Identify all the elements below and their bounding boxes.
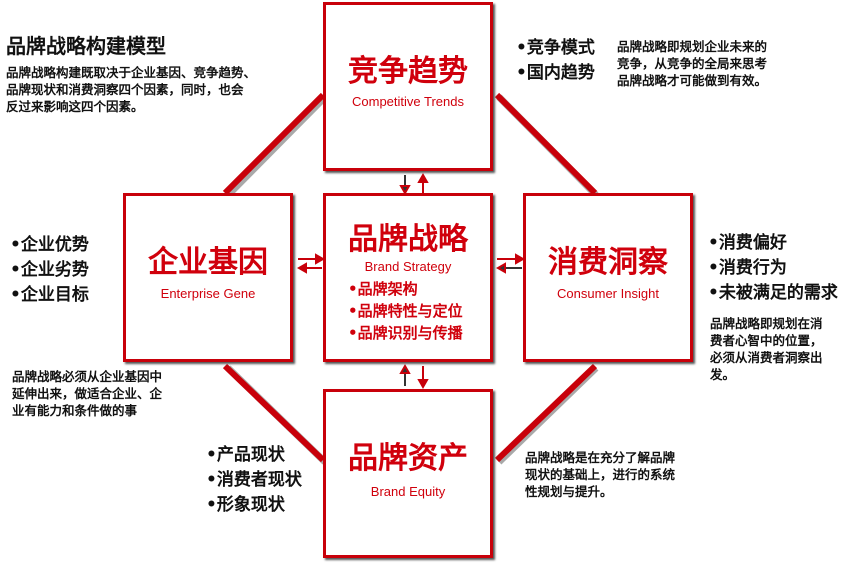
box-brand-equity: 品牌资产 Brand Equity — [323, 389, 493, 558]
box-title: 品牌战略 — [348, 222, 468, 257]
box-title: 竞争趋势 — [348, 54, 468, 89]
bullet-item: •企业目标 — [10, 285, 89, 305]
note-line: 费者心智中的位置， — [710, 333, 823, 348]
bullet-item: •企业劣势 — [10, 260, 89, 280]
box-subtitle: Consumer Insight — [557, 286, 659, 301]
diamond-line — [222, 92, 326, 196]
box-consumer-insight: 消费洞察 Consumer Insight — [523, 193, 693, 362]
box-subtitle: Brand Equity — [370, 484, 446, 499]
bullet-item: •未被满足的需求 — [708, 283, 838, 303]
note-line: 业有能力和条件做的事 — [12, 403, 138, 418]
box-title: 品牌资产 — [348, 441, 468, 476]
intro-line: 品牌现状和消费洞察四个因素，同时，也会 — [6, 82, 244, 97]
intro-line: 品牌战略构建既取决于企业基因、竞争趋势、 — [6, 65, 257, 80]
box-enterprise-gene: 企业基因 Enterprise Gene — [123, 193, 293, 362]
note-line: 必须从消费者洞察出 — [710, 350, 823, 365]
top-note: 品牌战略即规划企业未来的 竞争，从竞争的全局来思考 品牌战略才可能做到有效。 — [617, 38, 767, 89]
box-brand-strategy: 品牌战略 Brand Strategy •品牌架构 •品牌特性与定位 •品牌识别… — [323, 193, 493, 362]
note-line: 现状的基础上，进行的系统 — [525, 467, 676, 482]
diamond-line — [222, 363, 326, 463]
bottom-note: 品牌战略是在充分了解品牌 现状的基础上，进行的系统 性规划与提升。 — [525, 449, 675, 500]
note-line: 发。 — [710, 367, 736, 382]
strategy-items: •品牌架构 •品牌特性与定位 •品牌识别与传播 — [348, 278, 463, 344]
strategy-item: •品牌特性与定位 — [348, 302, 463, 320]
note-line: 品牌战略即规划在消 — [710, 316, 823, 331]
bullet-item: •消费行为 — [708, 258, 787, 278]
note-line: 性规划与提升。 — [525, 484, 613, 499]
bottom-bullets: •产品现状 •消费者现状 •形象现状 — [206, 443, 302, 518]
box-subtitle: Brand Strategy — [364, 259, 452, 274]
bullet-item: •竞争模式 — [516, 38, 595, 58]
note-line: 品牌战略即规划企业未来的 — [617, 39, 768, 54]
strategy-item: •品牌架构 — [348, 280, 418, 298]
note-line: 品牌战略是在充分了解品牌 — [525, 450, 676, 465]
bullet-item: •消费者现状 — [206, 470, 302, 490]
box-title: 消费洞察 — [548, 245, 668, 280]
page-title: 品牌战略构建模型 — [6, 34, 166, 58]
right-bullets: •消费偏好 •消费行为 •未被满足的需求 — [708, 231, 838, 306]
note-line: 品牌战略必须从企业基因中 — [12, 369, 163, 384]
bullet-item: •国内趋势 — [516, 63, 595, 83]
bullet-item: •形象现状 — [206, 495, 285, 515]
box-competitive-trends: 竞争趋势 Competitive Trends — [323, 2, 493, 171]
top-bullets: •竞争模式 •国内趋势 — [516, 36, 595, 86]
diamond-line — [494, 363, 598, 463]
note-line: 品牌战略才可能做到有效。 — [617, 73, 768, 88]
left-bullets: •企业优势 •企业劣势 •企业目标 — [10, 233, 89, 308]
bullet-item: •产品现状 — [206, 445, 285, 465]
right-note: 品牌战略即规划在消 费者心智中的位置， 必须从消费者洞察出 发。 — [710, 315, 823, 383]
bullet-item: •企业优势 — [10, 235, 89, 255]
strategy-item: •品牌识别与传播 — [348, 324, 463, 342]
left-note: 品牌战略必须从企业基因中 延伸出来，做适合企业、企 业有能力和条件做的事 — [12, 368, 162, 419]
intro-line: 反过来影响这四个因素。 — [6, 99, 144, 114]
bullet-item: •消费偏好 — [708, 233, 787, 253]
intro-text: 品牌战略构建既取决于企业基因、竞争趋势、 品牌现状和消费洞察四个因素，同时，也会… — [6, 64, 256, 115]
note-line: 延伸出来，做适合企业、企 — [12, 386, 163, 401]
box-title: 企业基因 — [148, 245, 268, 280]
box-subtitle: Enterprise Gene — [160, 286, 256, 301]
note-line: 竞争，从竞争的全局来思考 — [617, 56, 768, 71]
diamond-line — [494, 92, 598, 196]
box-subtitle: Competitive Trends — [352, 94, 464, 109]
